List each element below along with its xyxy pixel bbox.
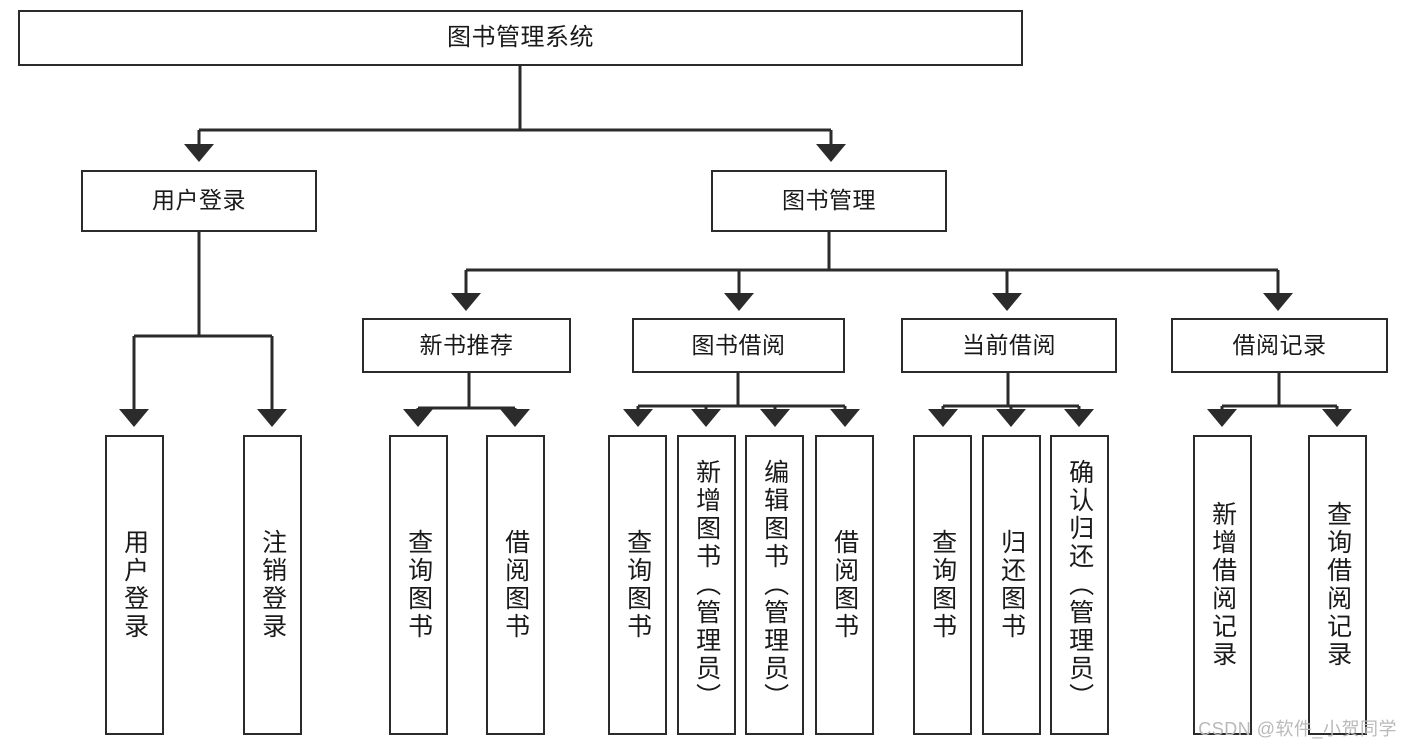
node-label: 用户登录	[152, 187, 246, 214]
node-label: 编辑图书（管理员）	[760, 459, 789, 711]
leaf-new-book-borrow[interactable]: 借阅图书	[486, 435, 545, 735]
leaf-book-borrow-query[interactable]: 查询图书	[608, 435, 667, 735]
node-label: 借阅图书	[830, 529, 859, 641]
node-new-book-recommend[interactable]: 新书推荐	[362, 318, 571, 373]
node-book-borrow[interactable]: 图书借阅	[632, 318, 845, 373]
leaf-book-borrow-borrow[interactable]: 借阅图书	[815, 435, 874, 735]
leaf-current-borrow-confirm-return[interactable]: 确认归还（管理员）	[1050, 435, 1109, 735]
node-label: 用户登录	[120, 529, 149, 641]
node-current-borrow[interactable]: 当前借阅	[901, 318, 1117, 373]
leaf-user-login-login[interactable]: 用户登录	[105, 435, 164, 735]
node-label: 查询图书	[623, 529, 652, 641]
node-label: 归还图书	[997, 529, 1026, 641]
leaf-user-login-logout[interactable]: 注销登录	[243, 435, 302, 735]
node-label: 确认归还（管理员）	[1065, 459, 1094, 711]
node-label: 借阅记录	[1232, 331, 1327, 358]
node-root-system[interactable]: 图书管理系统	[18, 10, 1023, 66]
leaf-book-borrow-add[interactable]: 新增图书（管理员）	[677, 435, 736, 735]
node-label: 新书推荐	[419, 331, 514, 358]
node-label: 查询图书	[404, 529, 433, 641]
node-book-management[interactable]: 图书管理	[711, 170, 947, 232]
leaf-current-borrow-return[interactable]: 归还图书	[982, 435, 1041, 735]
node-label: 查询图书	[928, 529, 957, 641]
node-label: 图书借阅	[691, 331, 786, 358]
leaf-borrow-record-add[interactable]: 新增借阅记录	[1193, 435, 1252, 735]
node-label: 新增借阅记录	[1208, 501, 1237, 669]
node-label: 图书管理系统	[447, 23, 594, 51]
leaf-current-borrow-query[interactable]: 查询图书	[913, 435, 972, 735]
node-label: 注销登录	[258, 529, 287, 641]
node-label: 图书管理	[782, 187, 876, 214]
leaf-borrow-record-query[interactable]: 查询借阅记录	[1308, 435, 1367, 735]
node-label: 新增图书（管理员）	[692, 459, 721, 711]
node-label: 查询借阅记录	[1323, 501, 1352, 669]
node-borrow-record[interactable]: 借阅记录	[1171, 318, 1388, 373]
leaf-new-book-query[interactable]: 查询图书	[389, 435, 448, 735]
node-label: 借阅图书	[501, 529, 530, 641]
leaf-book-borrow-edit[interactable]: 编辑图书（管理员）	[745, 435, 804, 735]
node-label: 当前借阅	[962, 331, 1056, 358]
csdn-watermark: CSDN @软件_小贺同学	[1198, 719, 1397, 739]
node-user-login[interactable]: 用户登录	[81, 170, 317, 232]
